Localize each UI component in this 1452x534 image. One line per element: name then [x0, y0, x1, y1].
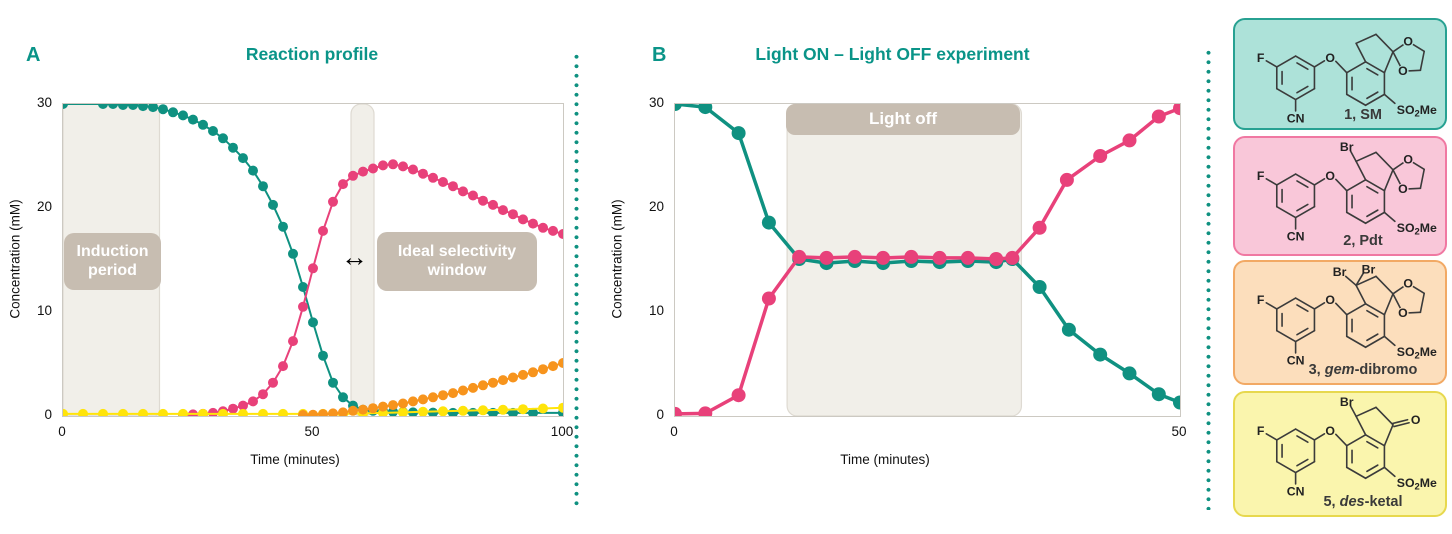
panel-a: A Reaction profile Concentration (mM) 30… [0, 0, 600, 534]
svg-text:Br: Br [1362, 265, 1376, 276]
panel-b-ylabel: Concentration (mM) [609, 199, 625, 319]
svg-text:CN: CN [1287, 229, 1305, 243]
svg-text:O: O [1411, 413, 1421, 427]
panel-a-xlabel: Time (minutes) [250, 452, 340, 467]
panel-b-letter: B [652, 44, 667, 66]
svg-text:O: O [1325, 293, 1335, 307]
structure-label: 2, Pdt [1343, 233, 1383, 249]
panel-b-ytick-10: 10 [648, 303, 664, 318]
structure-label: 1, SM [1344, 107, 1382, 123]
svg-text:F: F [1257, 293, 1265, 307]
svg-text:CN: CN [1287, 484, 1305, 498]
svg-text:Br: Br [1340, 141, 1354, 154]
svg-text:Br: Br [1333, 265, 1347, 279]
structure-1-sm: F CN O O O SO2Me [1257, 33, 1437, 125]
panel-b-plot-area [674, 103, 1181, 417]
panel-a-ytick-0: 0 [44, 407, 52, 422]
svg-text:O: O [1398, 306, 1408, 320]
svg-text:SO2Me: SO2Me [1397, 345, 1437, 362]
svg-text:O: O [1403, 276, 1413, 290]
svg-text:SO2Me: SO2Me [1397, 221, 1437, 238]
double-arrow-icon: ↔ [341, 242, 368, 272]
panel-b-ytick-30: 30 [648, 95, 664, 110]
panel-b: B Light ON – Light OFF experiment Concen… [600, 0, 1210, 534]
panel-a-xtick-0: 0 [58, 424, 66, 439]
panel-a-title: Reaction profile [245, 44, 379, 64]
svg-text:O: O [1325, 424, 1335, 438]
structure-label: 5, des-ketal [1323, 494, 1403, 510]
panel-a-ytick-20: 20 [36, 199, 52, 214]
panel-b-chart-svg [675, 104, 1180, 416]
svg-text:CN: CN [1287, 353, 1305, 367]
induction-period-label: Induction period [64, 233, 161, 290]
panel-b-xtick-0: 0 [670, 424, 678, 439]
panel-a-xtick-100: 100 [550, 424, 574, 439]
panel-a-ylabel: Concentration (mM) [7, 199, 23, 319]
legend-box-sm: F CN O O O SO2Me 1, SM [1233, 18, 1447, 130]
ideal-selectivity-window-label: Ideal selectivity window [377, 232, 537, 291]
svg-text:O: O [1403, 152, 1413, 166]
panel-b-xlabel: Time (minutes) [840, 452, 930, 467]
svg-text:F: F [1257, 424, 1265, 438]
svg-text:O: O [1325, 169, 1335, 183]
svg-text:O: O [1398, 64, 1408, 78]
structure-label: 3, gem-dibromo [1308, 362, 1418, 378]
dotted-divider-left [574, 52, 579, 508]
panel-a-xtick-50: 50 [304, 424, 320, 439]
panel-a-ytick-30: 30 [36, 95, 52, 110]
svg-text:O: O [1398, 182, 1408, 196]
svg-text:SO2Me: SO2Me [1397, 476, 1437, 493]
svg-text:CN: CN [1287, 111, 1305, 125]
svg-text:F: F [1257, 169, 1265, 183]
panel-b-xtick-50: 50 [1171, 424, 1187, 439]
light-off-label: Light off [786, 104, 1020, 135]
panel-b-ytick-20: 20 [648, 199, 664, 214]
panel-a-ytick-10: 10 [36, 303, 52, 318]
panel-b-ytick-0: 0 [656, 407, 664, 422]
dotted-divider-right [1206, 48, 1211, 510]
svg-text:F: F [1257, 51, 1265, 65]
panel-a-letter: A [26, 44, 41, 66]
svg-text:SO2Me: SO2Me [1397, 103, 1437, 120]
svg-text:O: O [1325, 51, 1335, 65]
svg-text:Br: Br [1340, 396, 1354, 409]
panel-b-title: Light ON – Light OFF experiment [755, 44, 1030, 64]
svg-text:O: O [1403, 34, 1413, 48]
